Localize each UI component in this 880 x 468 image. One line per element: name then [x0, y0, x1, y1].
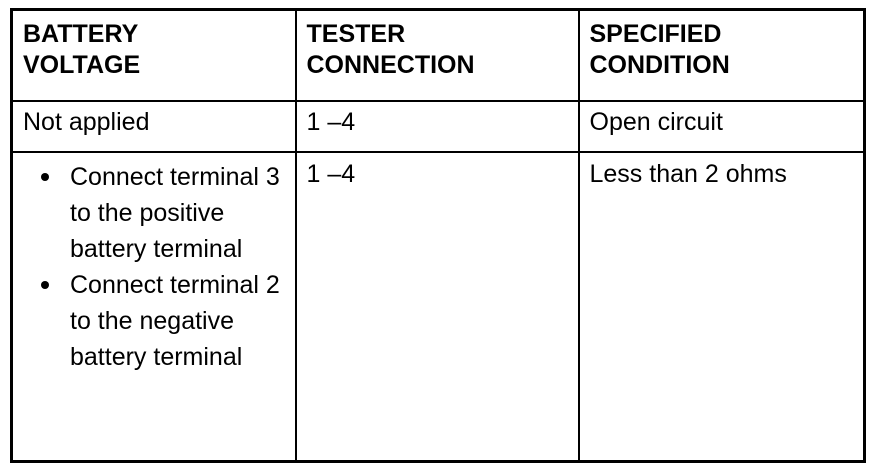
table-header-row: BATTERY VOLTAGE TESTER CONNECTION SPECIF…	[10, 8, 866, 102]
battery-voltage-bullet-list: Connect terminal 3 to the positive batte…	[23, 159, 285, 375]
column-header-battery-voltage-line2: VOLTAGE	[23, 51, 141, 79]
cell-specified-condition-text: Less than 2 ohms	[589, 160, 787, 188]
bullet-icon	[41, 173, 49, 181]
list-item-label: Connect terminal 2 to the negative batte…	[70, 271, 280, 371]
cell-specified-condition: Open circuit	[577, 100, 866, 153]
table-row: Not applied 1 –4 Open circuit	[10, 100, 866, 153]
cell-tester-connection: 1 –4	[294, 151, 580, 463]
list-item: Connect terminal 3 to the positive batte…	[35, 159, 285, 267]
column-header-battery-voltage: BATTERY VOLTAGE	[10, 8, 297, 102]
list-item-label: Connect terminal 3 to the positive batte…	[70, 163, 280, 263]
cell-battery-voltage-text: Not applied	[23, 108, 150, 136]
column-header-battery-voltage-line1: BATTERY	[23, 20, 139, 48]
list-item: Connect terminal 2 to the negative batte…	[35, 267, 285, 375]
cell-tester-connection-text: 1 –4	[306, 160, 356, 188]
bullet-icon	[41, 281, 49, 289]
column-header-specified-condition-line2: CONDITION	[589, 51, 730, 79]
cell-tester-connection-text: 1 –4	[306, 108, 356, 136]
table-row: Connect terminal 3 to the positive batte…	[10, 151, 866, 463]
cell-specified-condition: Less than 2 ohms	[577, 151, 866, 463]
cell-battery-voltage: Not applied	[10, 100, 297, 153]
column-header-tester-connection-line2: CONNECTION	[306, 51, 475, 79]
cell-tester-connection: 1 –4	[294, 100, 580, 153]
cell-specified-condition-text: Open circuit	[589, 108, 723, 136]
column-header-specified-condition: SPECIFIED CONDITION	[577, 8, 866, 102]
column-header-tester-connection: TESTER CONNECTION	[294, 8, 580, 102]
cell-battery-voltage: Connect terminal 3 to the positive batte…	[10, 151, 297, 463]
column-header-tester-connection-line1: TESTER	[306, 20, 406, 48]
column-header-specified-condition-line1: SPECIFIED	[589, 20, 722, 48]
specification-table: BATTERY VOLTAGE TESTER CONNECTION SPECIF…	[10, 8, 866, 463]
